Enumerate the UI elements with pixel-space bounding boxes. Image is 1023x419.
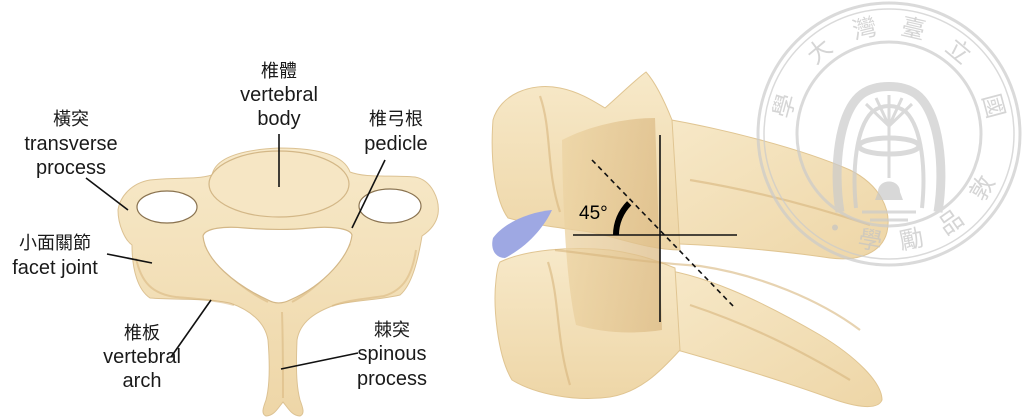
label-pedicle-zh: 椎弓根	[369, 109, 423, 130]
label-transverse-process: 橫突 transverse process	[24, 109, 128, 210]
label-facet-joint-zh: 小面關節	[19, 233, 91, 254]
seal-char-top: 灣	[850, 12, 880, 45]
label-vertebral-arch: 椎板 vertebral arch	[103, 300, 211, 392]
seal-separator-dot	[832, 225, 838, 231]
label-vertebral-body-zh: 椎體	[261, 61, 297, 82]
label-spinous-process-en-2: process	[357, 368, 427, 390]
left-transverse-foramen	[137, 191, 197, 223]
seal-char-bottom: 勵	[897, 223, 926, 255]
label-vertebral-body-en-2: body	[257, 108, 300, 130]
label-spinous-process-zh: 棘突	[374, 320, 410, 341]
leader-transverse-process	[86, 178, 128, 210]
seal-emblem-palm-fronds	[866, 95, 912, 126]
label-spinous-process-en-1: spinous	[358, 343, 427, 365]
seal-char-top: 立	[940, 33, 976, 70]
label-vertebral-arch-en-1: vertebral	[103, 346, 181, 368]
angle-label: 45°	[579, 203, 608, 224]
watermark-seal: 學 大 灣 臺 立 國 學 勵 品 敦	[758, 3, 1020, 265]
lower-spinous-process	[650, 268, 882, 407]
spinous-midline	[282, 312, 283, 398]
seal-char-top: 大	[801, 33, 837, 70]
label-facet-joint-en: facet joint	[12, 257, 98, 279]
label-vertebral-arch-zh: 椎板	[124, 323, 160, 344]
label-transverse-process-en-1: transverse	[24, 133, 117, 155]
vertebrae-lateral-view: 45°	[492, 72, 888, 407]
seal-char-top: 學	[768, 91, 801, 121]
label-transverse-process-zh: 橫突	[53, 109, 89, 130]
label-vertebral-body-en-1: vertebral	[240, 84, 318, 106]
leader-vertebral-arch	[171, 300, 211, 357]
seal-emblem-bell	[875, 182, 903, 201]
label-spinous-process: 棘突 spinous process	[281, 320, 427, 390]
label-pedicle-en: pedicle	[364, 133, 427, 155]
label-transverse-process-en-2: process	[36, 157, 106, 179]
seal-char-bottom: 學	[856, 225, 884, 257]
articular-pillar	[562, 118, 662, 332]
seal-char-top: 臺	[898, 12, 928, 45]
label-vertebral-arch-en-2: arch	[123, 370, 162, 392]
seal-char-top: 國	[977, 91, 1010, 121]
